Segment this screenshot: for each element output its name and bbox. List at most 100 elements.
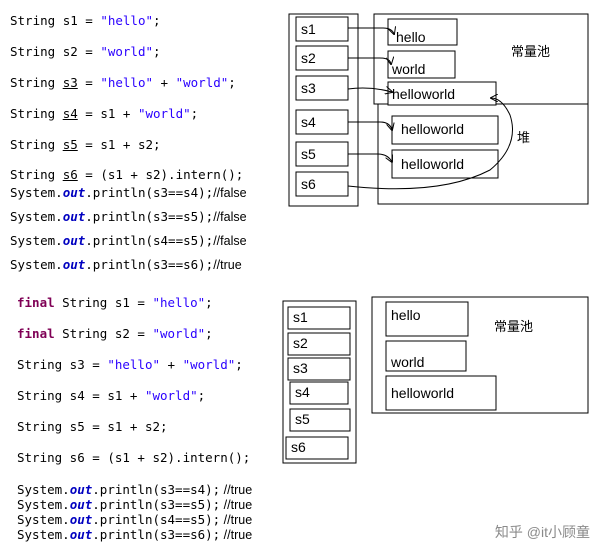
code-expr: "world"	[137, 106, 191, 121]
top-pool-label: 常量池	[511, 44, 550, 59]
code-end: ;	[235, 167, 244, 182]
code-type: String	[10, 75, 63, 90]
code-decl: String s5 =	[17, 419, 108, 434]
code-decl: String s4 =	[17, 388, 108, 403]
code-eq: =	[77, 106, 101, 121]
code-out: out	[62, 257, 86, 272]
code-comment: //true	[220, 528, 253, 542]
code-system: System.	[10, 185, 63, 200]
code-type: String	[10, 167, 63, 182]
code-println: .println(s4==s5);	[92, 512, 221, 527]
bottom-var-box-s1	[287, 306, 351, 330]
bottom-var-box-s3	[287, 357, 351, 381]
code-expr: "world"	[182, 357, 236, 372]
code-out: out	[69, 527, 93, 542]
top-print-line-3: System.out.println(s4==s5);//false	[10, 233, 247, 249]
code-var: s6	[62, 167, 78, 182]
bottom-decl-line-4: String s4 = s1 + "world";	[17, 389, 252, 403]
code-end: ;	[242, 450, 251, 465]
top-decl-line-5: String s5 = s1 + s2;	[10, 138, 247, 152]
code-system: System.	[17, 527, 70, 542]
code-comment: //true	[220, 483, 253, 497]
code-out: out	[69, 512, 93, 527]
code-println: .println(s3==s5);	[92, 497, 221, 512]
code-expr: "world"	[144, 388, 198, 403]
code-expr: (s1 + s2).intern()	[107, 450, 243, 465]
top-decl-line-1: String s1 = "hello";	[10, 14, 247, 28]
bottom-decl-line-1: final String s1 = "hello";	[17, 296, 252, 310]
code-type: String	[10, 44, 63, 59]
arrow-s2-world	[348, 58, 391, 64]
code-end: ;	[153, 137, 161, 152]
code-out: out	[62, 209, 86, 224]
code-comment: //true	[220, 498, 253, 512]
code-expr: s1 +	[107, 388, 145, 403]
arrow-s3-helloworld	[347, 88, 392, 92]
top-pool-helloworld-text: helloworld	[392, 86, 455, 102]
bottom-var-label-s5: s5	[295, 411, 310, 427]
bottom-pool-world-text: world	[390, 354, 424, 370]
code-eq: =	[77, 137, 101, 152]
arrow-s6-pool	[347, 98, 513, 190]
code-comment: //false	[213, 234, 247, 248]
code-end: ;	[205, 326, 213, 341]
arrow-s1-hello	[348, 28, 394, 34]
top-heap-helloworld-box-2	[391, 149, 499, 179]
top-var-label-s5: s5	[301, 146, 316, 162]
bottom-pool-helloworld-text: helloworld	[391, 385, 454, 401]
top-heap-label: 堆	[517, 130, 530, 145]
code-expr: "world"	[152, 326, 206, 341]
top-heap-helloworld-text-2: helloworld	[401, 156, 464, 172]
code-system: System.	[17, 497, 70, 512]
top-decl-line-2: String s2 = "world";	[10, 45, 247, 59]
code-expr: "hello"	[100, 75, 154, 90]
code-expr: s1 +	[100, 106, 138, 121]
bottom-print-line-2: System.out.println(s3==s5); //true	[17, 497, 253, 513]
code-end: ;	[160, 419, 168, 434]
code-comment: //false	[213, 186, 247, 200]
code-decl: String s3 =	[17, 357, 108, 372]
code-expr: +	[153, 75, 176, 90]
code-eq: =	[77, 13, 101, 28]
bottom-print-line-4: System.out.println(s3==s6); //true	[17, 527, 253, 543]
code-end: ;	[153, 44, 161, 59]
code-end: ;	[228, 75, 236, 90]
top-var-box-s4	[295, 109, 349, 135]
top-heap-helloworld-text-1: helloworld	[401, 121, 464, 137]
top-var-box-s3	[295, 75, 349, 101]
top-print-line-2: System.out.println(s3==s5);//false	[10, 209, 247, 225]
top-var-box-s1	[295, 16, 349, 42]
code-type: String	[10, 137, 63, 152]
code-type: String	[10, 13, 63, 28]
code-type: String	[10, 106, 63, 121]
code-system: System.	[10, 209, 63, 224]
code-expr: "hello"	[152, 295, 206, 310]
code-out: out	[69, 482, 93, 497]
bottom-print-line-1: System.out.println(s3==s4); //true	[17, 482, 253, 498]
code-out: out	[69, 497, 93, 512]
code-eq: =	[77, 44, 101, 59]
top-heap-helloworld-box-1	[391, 115, 499, 145]
top-decl-line-4: String s4 = s1 + "world";	[10, 107, 247, 121]
top-pool-world-text: world	[391, 61, 425, 77]
code-out: out	[62, 185, 86, 200]
code-comment: //true	[220, 513, 253, 527]
bottom-var-box-s4	[289, 381, 349, 405]
watermark: 知乎 @it小顾童	[494, 524, 590, 540]
top-pool-hello-text: hello	[396, 29, 426, 45]
arrow-s4-heap	[348, 121, 392, 130]
code-end: ;	[235, 357, 243, 372]
bottom-pool-helloworld-box	[385, 375, 497, 411]
code-expr: (s1 + s2).intern()	[100, 167, 236, 182]
bottom-var-box-s5	[289, 408, 351, 432]
code-end: ;	[190, 106, 199, 121]
bottom-pool-world-box	[385, 340, 467, 372]
bottom-var-box-s6	[285, 436, 349, 460]
code-println: .println(s4==s5);	[85, 233, 214, 248]
bottom-code-listing: final String s1 = "hello";final String s…	[17, 296, 253, 543]
bottom-decl-line-5: String s5 = s1 + s2;	[17, 420, 252, 434]
code-var: s1	[62, 13, 78, 28]
